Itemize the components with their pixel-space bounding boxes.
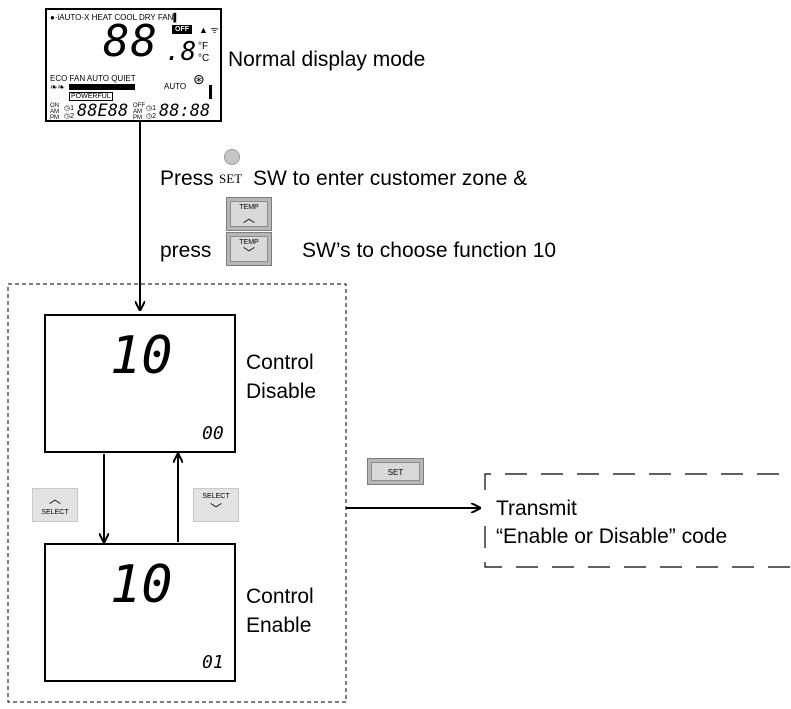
on-am-pm-label: ON AM PM (50, 103, 59, 121)
off-am-pm-label: OFF AM PM (133, 103, 145, 121)
swing-icon: ⊛ (193, 71, 205, 87)
temp-down-button[interactable]: TEMP ﹀ (226, 232, 272, 266)
unit-celsius: °C (198, 53, 210, 64)
control-disable-label-1: Control (246, 351, 314, 374)
set-button[interactable]: SET (367, 458, 424, 485)
instruction-choose-function: SW’s to choose function 10 (302, 239, 557, 262)
auto-label: AUTO (164, 82, 187, 91)
set-small-label: SET (219, 171, 243, 186)
instruction-enter-zone: SW to enter customer zone & (253, 167, 528, 190)
lcd-decimal-digit: .8 (165, 37, 197, 67)
transmit-label-1: Transmit (496, 497, 577, 520)
mode-indicator-row: ●·iAUTO-X HEAT COOL DRY FAN▌ (50, 13, 180, 22)
transmit-frame (484, 473, 791, 568)
chevron-down-icon: ﹀ (209, 502, 222, 516)
lcd-main-digits: 88 (103, 16, 158, 67)
temp-up-button[interactable]: TEMP ︿ (226, 197, 272, 231)
timer-left-digits: 88E88 (77, 101, 129, 121)
mode-dot-icon: ●· (50, 13, 58, 22)
control-enable-label-1: Control (246, 585, 314, 608)
control-disable-label-2: Disable (246, 380, 317, 403)
normal-mode-label: Normal display mode (228, 48, 426, 71)
clock-icon-left: ◷1◷2 (64, 105, 75, 120)
function-box-disable: 10 00 (44, 314, 236, 453)
function-code: 10 (110, 555, 173, 615)
chevron-up-icon: ︿ (48, 492, 61, 506)
function-sub-code: 00 (202, 423, 224, 444)
timer-right-digits: 88:88 (159, 101, 211, 121)
instruction-press: Press (160, 167, 214, 190)
function-code: 10 (110, 326, 173, 386)
set-button-indicator (224, 149, 240, 165)
swing-bar (209, 85, 212, 99)
transmit-label-2: “Enable or Disable” code (496, 525, 728, 548)
lcd-normal-display: ●·iAUTO-X HEAT COOL DRY FAN▌ 88 OFF ▲ ᯤ … (45, 8, 222, 122)
customer-zone-frame (7, 283, 347, 703)
select-down-button[interactable]: SELECT ﹀ (193, 488, 239, 522)
fan-speed-bar (69, 84, 135, 90)
control-enable-label-2: Enable (246, 614, 312, 637)
chevron-down-icon: ﹀ (242, 246, 255, 260)
clock-icon-right: ◷1◷2 (146, 105, 157, 120)
function-box-enable: 10 01 (44, 543, 236, 682)
eco-fan-row: ECO FAN AUTO QUIET (50, 74, 136, 83)
off-badge: OFF (172, 25, 192, 34)
function-sub-code: 01 (202, 652, 224, 673)
signal-icon: ▲ ᯤ (199, 25, 219, 35)
fan-bar-icon: ▌ (173, 13, 180, 22)
select-up-button[interactable]: ︿ SELECT (32, 488, 78, 522)
chevron-up-icon: ︿ (242, 211, 255, 225)
leaf-icon: ❧❧ (50, 82, 66, 92)
instruction-press-2: press (160, 239, 212, 262)
unit-fahrenheit: °F (198, 41, 209, 52)
powerful-label: POWERFUL (69, 92, 113, 101)
